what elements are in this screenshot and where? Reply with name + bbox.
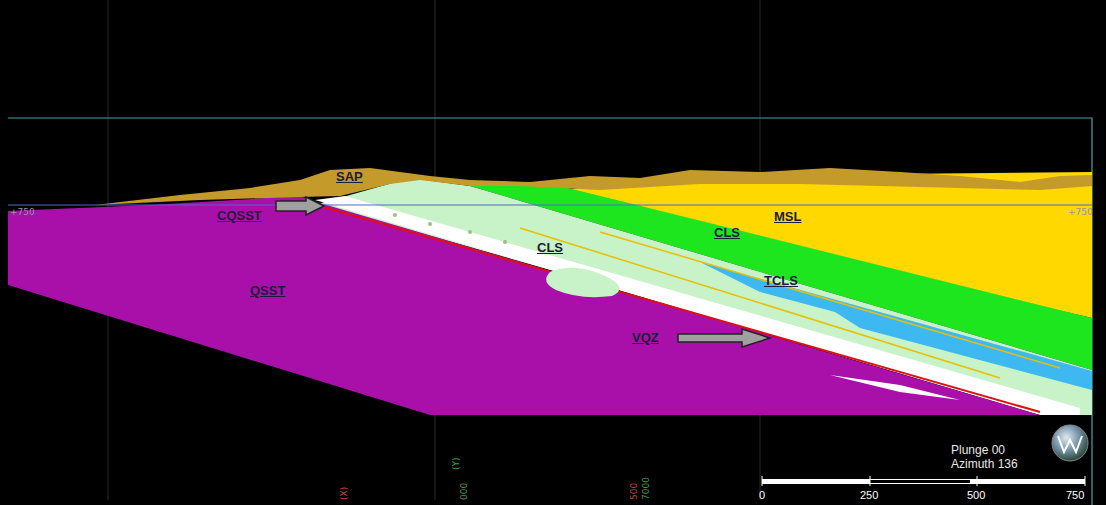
scale-number: 750 (1066, 489, 1084, 501)
unit-label: CLS (537, 241, 563, 255)
unit-label: TCLS (764, 274, 798, 288)
unit-label: MSL (774, 210, 801, 224)
view-azimuth: Azimuth 136 (951, 458, 1018, 471)
level-label: +750 (1068, 208, 1093, 218)
axis-label: 7000 (642, 477, 652, 500)
level-label: +750 (10, 208, 35, 218)
unit-label: CLS (714, 226, 740, 240)
unit-label: CQSST (217, 209, 262, 223)
axis-label: 500 (630, 483, 640, 500)
unit-label: QSST (250, 284, 285, 298)
scale-number: 250 (860, 489, 878, 501)
scale-number: 500 (967, 489, 985, 501)
view-plunge: Plunge 00 (951, 444, 1005, 457)
axis-label: 000 (460, 483, 470, 500)
unit-label: SAP (336, 170, 363, 184)
axis-label: (Y) (452, 457, 462, 470)
axis-label: (X) (340, 487, 350, 500)
scale-number: 0 (759, 489, 765, 501)
unit-label: VQZ (632, 331, 659, 345)
